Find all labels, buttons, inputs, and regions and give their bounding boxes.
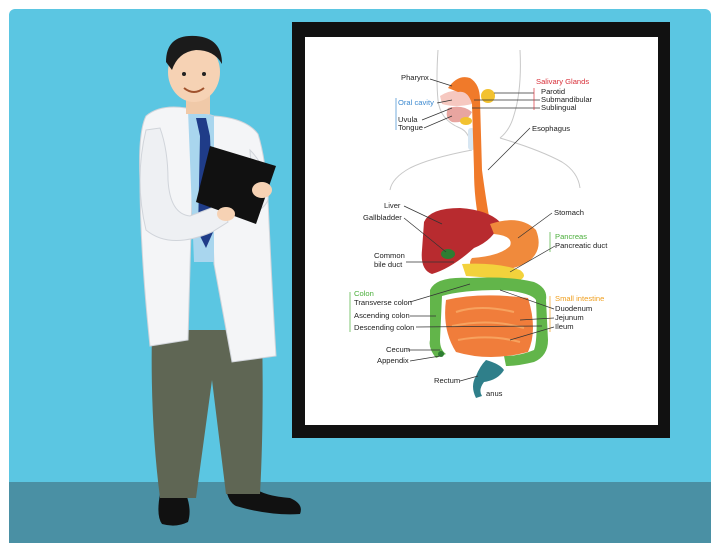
right-eye xyxy=(202,72,206,76)
label-esophagus: Esophagus xyxy=(532,124,570,133)
label-sublingual: Sublingual xyxy=(541,103,577,112)
label-pharynx: Pharynx xyxy=(401,73,429,82)
label-common-bile-duct-line2: bile duct xyxy=(374,260,403,269)
liver-shape xyxy=(421,208,500,274)
esophagus-tube xyxy=(448,77,498,236)
label-tongue: Tongue xyxy=(398,123,423,132)
appendix-shape xyxy=(438,351,444,357)
label-jejunum: Jejunum xyxy=(555,313,584,322)
label-pancreatic-duct: Pancreatic duct xyxy=(555,241,608,250)
submandibular-gland xyxy=(460,117,472,125)
colon-shape xyxy=(429,277,548,366)
label-liver: Liver xyxy=(384,201,401,210)
label-rectum: Rectum xyxy=(434,376,460,385)
label-salivary-glands: Salivary Glands xyxy=(536,77,589,86)
rectum-shape xyxy=(473,360,504,398)
smile xyxy=(183,87,205,93)
left-shoe xyxy=(158,494,190,526)
face xyxy=(168,42,220,102)
hair xyxy=(166,35,222,70)
label-colon: Colon xyxy=(354,289,374,298)
doctor-illustration-icon xyxy=(139,35,301,526)
label-stomach: Stomach xyxy=(554,208,584,217)
label-parotid: Parotid xyxy=(541,87,565,96)
label-duodenum: Duodenum xyxy=(555,304,592,313)
label-descending-colon: Descending colon xyxy=(354,323,414,332)
diagram-labels: Pharynx Salivary Glands Parotid Submandi… xyxy=(354,73,608,398)
clipboard-icon xyxy=(196,146,276,224)
gallbladder-shape xyxy=(441,249,455,259)
left-eye xyxy=(182,72,186,76)
hand xyxy=(252,182,272,198)
floor xyxy=(9,482,711,543)
leader-lines xyxy=(349,78,556,382)
anatomy-poster: Pharynx Salivary Glands Parotid Submandi… xyxy=(292,22,670,438)
left-arm xyxy=(139,127,229,241)
label-transverse-colon: Transverse colon xyxy=(354,298,412,307)
trousers xyxy=(151,330,263,498)
label-anus: anus xyxy=(486,389,503,398)
label-ascending-colon: Ascending colon xyxy=(354,311,410,320)
label-ileum: Ileum xyxy=(555,322,574,331)
label-common-bile-duct-line1: Common xyxy=(374,251,405,260)
label-submandibular: Submandibular xyxy=(541,95,593,104)
hand-left xyxy=(217,207,235,221)
label-cecum: Cecum xyxy=(386,345,410,354)
label-gallbladder: Gallbladder xyxy=(363,213,402,222)
pancreas-shape xyxy=(462,263,524,280)
label-oral-cavity: Oral cavity xyxy=(398,98,434,107)
label-appendix: Appendix xyxy=(377,356,409,365)
stomach-shape xyxy=(470,220,539,271)
label-small-intestine: Small intestine xyxy=(555,294,604,303)
label-pancreas: Pancreas xyxy=(555,232,587,241)
parotid-gland xyxy=(481,89,495,103)
oral-cavity-shape xyxy=(440,90,472,106)
label-uvula: Uvula xyxy=(398,115,418,124)
